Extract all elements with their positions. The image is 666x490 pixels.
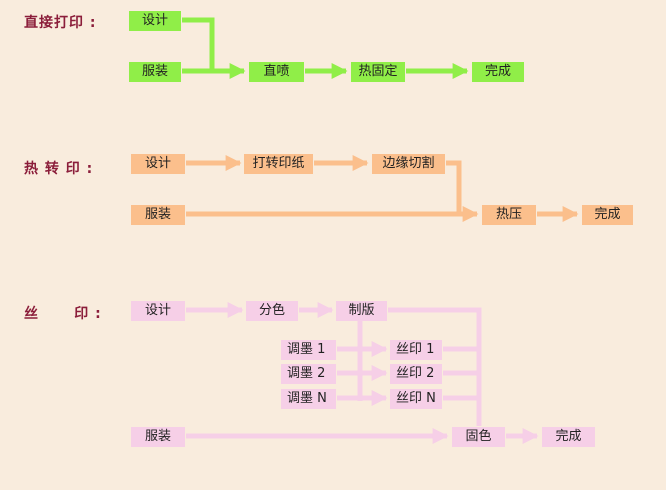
transfer-done-node: 完成 xyxy=(582,205,633,225)
screen-inkn-node: 调墨 N xyxy=(281,389,336,409)
screen-done-node: 完成 xyxy=(542,427,595,447)
screen-printn-node: 丝印 N xyxy=(390,389,442,409)
transfer-cut-node: 边缘切割 xyxy=(372,154,445,174)
screen-fix-node: 固色 xyxy=(452,427,505,447)
transfer-garment-node: 服装 xyxy=(131,205,185,225)
direct-done-node: 完成 xyxy=(472,62,524,82)
screen-ink2-node: 调墨 2 xyxy=(281,364,336,384)
direct-fix-node: 热固定 xyxy=(351,62,405,82)
direct-print-label: 直接打印 : xyxy=(24,15,97,31)
direct-print-node: 直喷 xyxy=(249,62,304,82)
screen-print2-node: 丝印 2 xyxy=(390,364,442,384)
screen-print-label: 丝 印 : xyxy=(24,306,102,322)
screen-connectors xyxy=(186,301,539,445)
direct-design-node: 设计 xyxy=(129,11,181,31)
transfer-connectors xyxy=(186,154,579,223)
direct-garment-node: 服装 xyxy=(129,62,181,82)
screen-ink1-node: 调墨 1 xyxy=(281,340,336,360)
screen-design-node: 设计 xyxy=(131,301,185,321)
screen-separate-node: 分色 xyxy=(246,301,298,321)
transfer-paper-node: 打转印纸 xyxy=(244,154,313,174)
heat-transfer-label: 热 转 印 : xyxy=(24,161,94,177)
screen-garment-node: 服装 xyxy=(131,427,185,447)
screen-plate-node: 制版 xyxy=(336,301,387,321)
transfer-press-node: 热压 xyxy=(482,205,536,225)
transfer-design-node: 设计 xyxy=(131,154,185,174)
direct-connectors xyxy=(182,17,469,80)
screen-print1-node: 丝印 1 xyxy=(390,340,442,360)
